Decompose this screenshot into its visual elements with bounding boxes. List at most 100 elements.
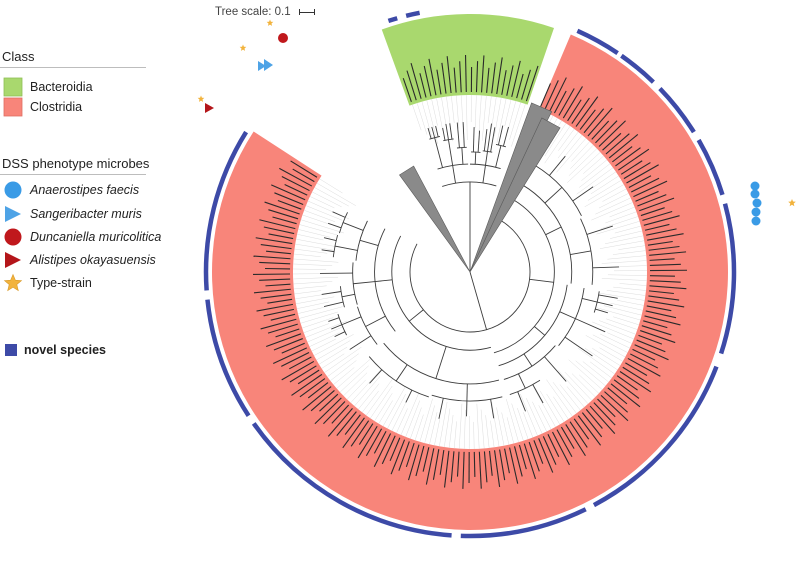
- leaf-connector: [619, 283, 647, 286]
- branch: [559, 311, 576, 320]
- branch: [427, 127, 432, 139]
- novel-species-ring-segment: [696, 138, 725, 196]
- tip-label: [615, 147, 641, 167]
- tree-scale: Tree scale: 0.1: [215, 4, 315, 20]
- branch-arc: [534, 165, 582, 217]
- tip-label: [628, 175, 652, 188]
- tip-label: [406, 70, 417, 101]
- branch: [502, 126, 509, 147]
- leaf-connector: [439, 401, 448, 447]
- tip-label: [523, 443, 536, 480]
- tip-label: [636, 339, 666, 353]
- tip-label: [462, 451, 465, 489]
- tip-label: [284, 183, 308, 196]
- leaf-connector: [350, 369, 382, 403]
- tip-label: [494, 450, 501, 488]
- leaf-connector: [458, 403, 463, 449]
- tip-label: [459, 61, 462, 93]
- tip-label: [634, 344, 669, 361]
- tip-label: [323, 401, 346, 425]
- anaerostipes-faecis-marker-icon: [751, 216, 761, 226]
- leaf-connector: [520, 393, 538, 436]
- branch: [532, 384, 544, 404]
- branch-arc: [493, 198, 555, 354]
- branch: [564, 336, 593, 357]
- branch: [498, 125, 504, 146]
- leaf-connector: [293, 276, 339, 280]
- branch: [435, 125, 439, 137]
- novel-species-ring-segment: [203, 130, 249, 291]
- leaf-connector: [346, 379, 366, 400]
- leaf-connector: [316, 182, 356, 206]
- leaf-connector: [544, 125, 571, 164]
- branch: [529, 278, 554, 283]
- tip-label: [271, 184, 306, 201]
- tip-label: [260, 244, 292, 250]
- leaf-connector: [305, 320, 348, 338]
- legend-label-clostridia: Clostridia: [30, 100, 83, 114]
- branch-arc: [456, 146, 467, 149]
- tip-label: [648, 290, 674, 295]
- leaf-connector: [582, 361, 609, 383]
- leaf-connector: [382, 386, 406, 427]
- leaf-connector: [613, 316, 640, 326]
- tip-label: [639, 197, 675, 212]
- tip-label: [613, 379, 640, 399]
- leaf-connector: [511, 103, 526, 147]
- tip-label: [336, 411, 357, 437]
- tip-label: [331, 404, 350, 424]
- branch: [349, 335, 372, 350]
- tip-label: [446, 56, 452, 94]
- branch: [323, 301, 344, 307]
- tip-label: [610, 383, 641, 408]
- tip-label: [302, 386, 332, 411]
- leaf-connector: [564, 371, 592, 401]
- tip-label: [358, 423, 374, 445]
- leaf-connector: [557, 370, 589, 404]
- tree-scale-label: Tree scale: 0.1: [215, 6, 291, 18]
- branch-arc: [383, 342, 500, 385]
- tip-label: [648, 295, 680, 301]
- tip-label: [591, 120, 610, 140]
- leaf-connector: [583, 155, 604, 174]
- legend-item-alistipes: Alistipes okayasuensis: [3, 250, 156, 270]
- branch: [570, 250, 592, 256]
- tip-label: [640, 330, 676, 344]
- branch-arc: [503, 345, 556, 380]
- leaf-connector: [293, 263, 333, 266]
- tip-label: [410, 63, 422, 99]
- tip-label: [439, 450, 445, 475]
- leaf-layer: [253, 55, 687, 489]
- leaf-connector: [506, 398, 519, 443]
- leaf-connector: [517, 407, 529, 440]
- branch: [334, 245, 358, 251]
- tip-label: [299, 378, 326, 398]
- leaf-connector: [600, 292, 645, 301]
- leaf-connector: [610, 302, 643, 311]
- tip-label: [643, 320, 668, 329]
- branch: [341, 293, 355, 298]
- branch: [548, 155, 566, 176]
- tip-label: [265, 283, 291, 287]
- leaf-connector: [333, 367, 355, 385]
- leaf-connector: [596, 307, 641, 321]
- leaf-connector: [494, 97, 502, 137]
- leaf-connector: [327, 353, 359, 377]
- tip-label: [314, 397, 342, 425]
- tip-label: [342, 417, 365, 449]
- leaf-connector: [533, 387, 556, 428]
- leaf-connector: [610, 230, 643, 239]
- type-strain-star-icon: [197, 95, 205, 102]
- branch: [438, 398, 444, 419]
- tip-label: [450, 451, 455, 483]
- tip-label: [267, 323, 298, 334]
- branch: [456, 122, 460, 148]
- leaf-connector: [374, 393, 393, 422]
- leaf-connector: [538, 405, 552, 430]
- leaf-connector: [587, 179, 622, 201]
- duncaniella-muricolitica-marker-icon: [278, 33, 288, 43]
- legend-divider: [0, 67, 146, 68]
- tip-label: [649, 275, 675, 277]
- tip-label: [549, 77, 567, 111]
- leaf-connector: [311, 338, 336, 352]
